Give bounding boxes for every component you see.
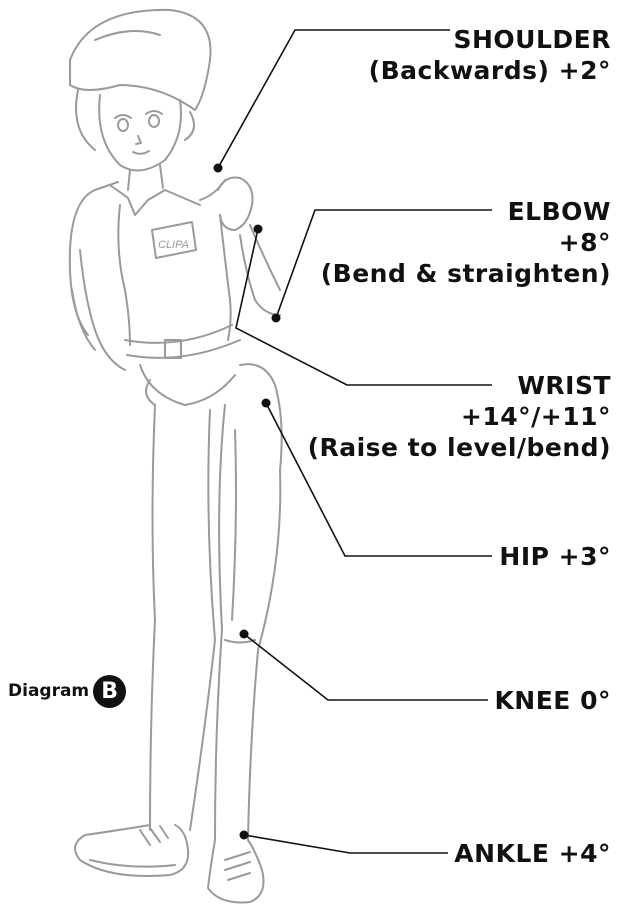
- knee-leader-line: [244, 634, 488, 700]
- wrist-label-title: WRIST: [308, 370, 611, 401]
- elbow-label-value: +8°: [321, 227, 611, 258]
- knee-marker-dot: [240, 630, 249, 639]
- knee-label-title: KNEE 0°: [494, 685, 611, 716]
- diagram-tag-word: Diagram: [8, 681, 89, 701]
- diagram-tag-letter-badge: B: [93, 675, 126, 708]
- manga-figure-drawing: CLIPA: [70, 10, 282, 903]
- hip-label: HIP +3°: [499, 541, 611, 572]
- diagram-tag: Diagram B: [8, 674, 126, 708]
- shoulder-label-value: (Backwards) +2°: [369, 55, 611, 86]
- shoulder-marker-dot: [214, 164, 223, 173]
- ankle-leader-line: [244, 835, 448, 853]
- shirt-badge-text: CLIPA: [158, 239, 189, 251]
- wrist-marker-dot: [254, 225, 263, 234]
- wrist-label: WRIST +14°/+11° (Raise to level/bend): [308, 370, 611, 463]
- joint-markers: [214, 164, 281, 840]
- ankle-marker-dot: [240, 831, 249, 840]
- elbow-marker-dot: [272, 314, 281, 323]
- hip-label-title: HIP +3°: [499, 541, 611, 572]
- wrist-label-note: (Raise to level/bend): [308, 432, 611, 463]
- elbow-label-title: ELBOW: [321, 196, 611, 227]
- wrist-label-value: +14°/+11°: [308, 401, 611, 432]
- shoulder-label-title: SHOULDER: [369, 24, 611, 55]
- ankle-label: ANKLE +4°: [454, 838, 611, 869]
- elbow-label: ELBOW +8° (Bend & straighten): [321, 196, 611, 289]
- ankle-label-title: ANKLE +4°: [454, 838, 611, 869]
- hip-marker-dot: [262, 399, 271, 408]
- elbow-label-note: (Bend & straighten): [321, 258, 611, 289]
- shoulder-label: SHOULDER (Backwards) +2°: [369, 24, 611, 86]
- knee-label: KNEE 0°: [494, 685, 611, 716]
